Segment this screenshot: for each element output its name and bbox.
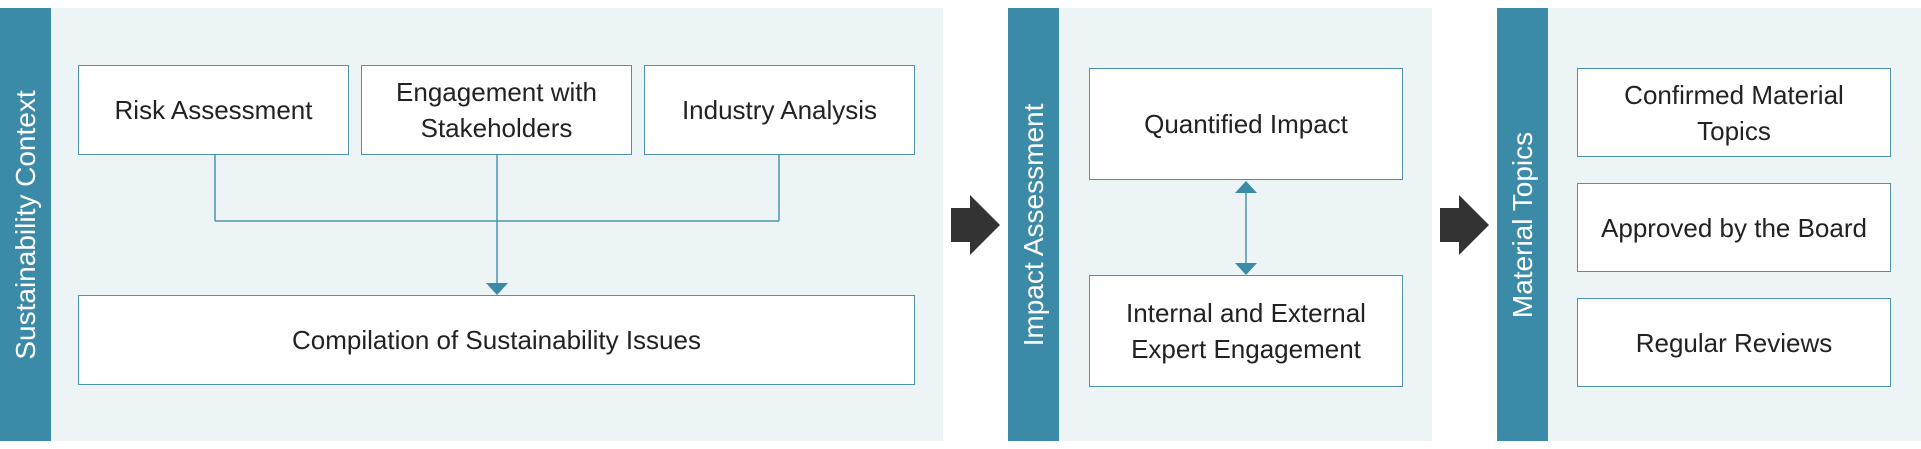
material-topics-band: Material Topics — [1497, 8, 1548, 441]
compilation-box: Compilation of Sustainability Issues — [78, 295, 915, 385]
regular-reviews-box: Regular Reviews — [1577, 298, 1891, 387]
impact-assessment-band: Impact Assessment — [1008, 8, 1059, 441]
sustainability-context-band: Sustainability Context — [0, 8, 51, 441]
sustainability-context-panel: Sustainability Context Risk Assessment E… — [0, 8, 943, 441]
arrowhead-down-expert-icon — [1235, 263, 1257, 275]
quantified-impact-box: Quantified Impact — [1089, 68, 1403, 180]
expert-engagement-box: Internal and External Expert Engagement — [1089, 275, 1403, 387]
arrowhead-to-compilation-icon — [486, 283, 508, 295]
confirmed-material-topics-box: Confirmed Material Topics — [1577, 68, 1891, 157]
engagement-stakeholders-box: Engagement with Stakeholders — [361, 65, 632, 155]
industry-analysis-box: Industry Analysis — [644, 65, 915, 155]
approved-by-board-box: Approved by the Board — [1577, 183, 1891, 272]
right-block-arrow-icon — [951, 195, 1000, 255]
arrowhead-up-quantified-icon — [1235, 181, 1257, 193]
right-block-arrow-icon — [1440, 195, 1489, 255]
material-topics-panel: Material Topics Confirmed Material Topic… — [1497, 8, 1921, 441]
impact-assessment-panel: Impact Assessment Quantified Impact Inte… — [1008, 8, 1432, 441]
risk-assessment-box: Risk Assessment — [78, 65, 349, 155]
